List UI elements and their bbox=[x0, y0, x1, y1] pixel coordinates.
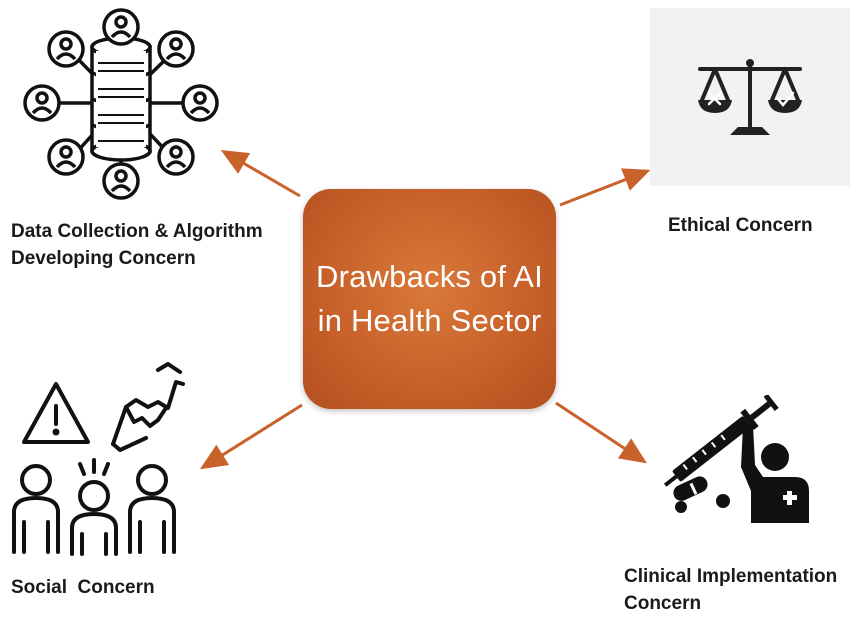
arrow-to-social bbox=[199, 403, 303, 470]
ethical-label: Ethical Concern bbox=[668, 215, 813, 236]
data-collection-label: Data Collection & Algorithm Developing C… bbox=[11, 218, 263, 272]
clinical-label: Clinical Implementation Concern bbox=[624, 563, 837, 617]
social-label: Social Concern bbox=[11, 577, 155, 598]
clinical-label-line2: Concern bbox=[624, 593, 702, 614]
center-title: Drawbacks of AI in Health Sector bbox=[316, 255, 543, 343]
arrow-to-data-collection bbox=[220, 149, 301, 198]
database-network-users-icon bbox=[23, 8, 219, 200]
arrow-to-ethical bbox=[559, 168, 651, 207]
balance-scale-icon bbox=[698, 59, 802, 135]
data-collection-label-line1: Data Collection & Algorithm bbox=[11, 221, 263, 242]
clinical-label-line1: Clinical Implementation bbox=[624, 566, 838, 587]
center-title-line2: in Health Sector bbox=[317, 303, 542, 338]
center-title-line1: Drawbacks of AI bbox=[316, 259, 543, 294]
syringe-pills-person-icon bbox=[663, 395, 809, 523]
people-warning-icon bbox=[12, 362, 185, 556]
data-collection-label-line2: Developing Concern bbox=[11, 248, 196, 269]
center-node: Drawbacks of AI in Health Sector bbox=[303, 189, 556, 409]
arrow-to-clinical bbox=[555, 401, 648, 464]
